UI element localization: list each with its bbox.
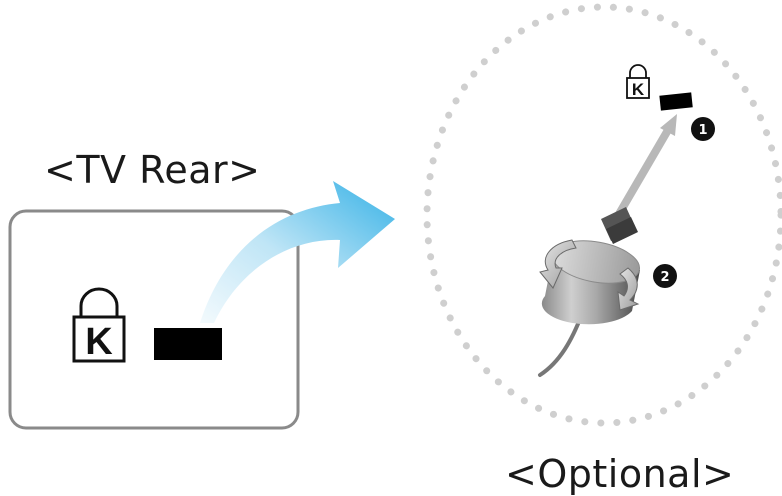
step-2-number: 2 (660, 270, 669, 285)
kensington-k-letter-small: K (632, 80, 645, 99)
optional-dotted-circle (423, 3, 782, 427)
optional-label: <Optional> (505, 452, 735, 496)
kensington-lock-device (538, 207, 640, 377)
step-1-badge: 1 (691, 117, 715, 141)
insert-arrow-icon (615, 114, 677, 217)
tv-rear-panel (8, 209, 300, 430)
kensington-k-letter: K (85, 321, 113, 363)
curved-arrow-icon (200, 181, 395, 323)
step-1-number: 1 (698, 123, 707, 138)
tv-rear-label: <TV Rear> (44, 148, 261, 192)
security-slot-small (659, 92, 693, 111)
security-slot (154, 328, 222, 360)
step-2-badge: 2 (653, 264, 677, 288)
kensington-lock-small-icon: K (626, 64, 650, 99)
kensington-lock-icon: K (72, 287, 126, 363)
